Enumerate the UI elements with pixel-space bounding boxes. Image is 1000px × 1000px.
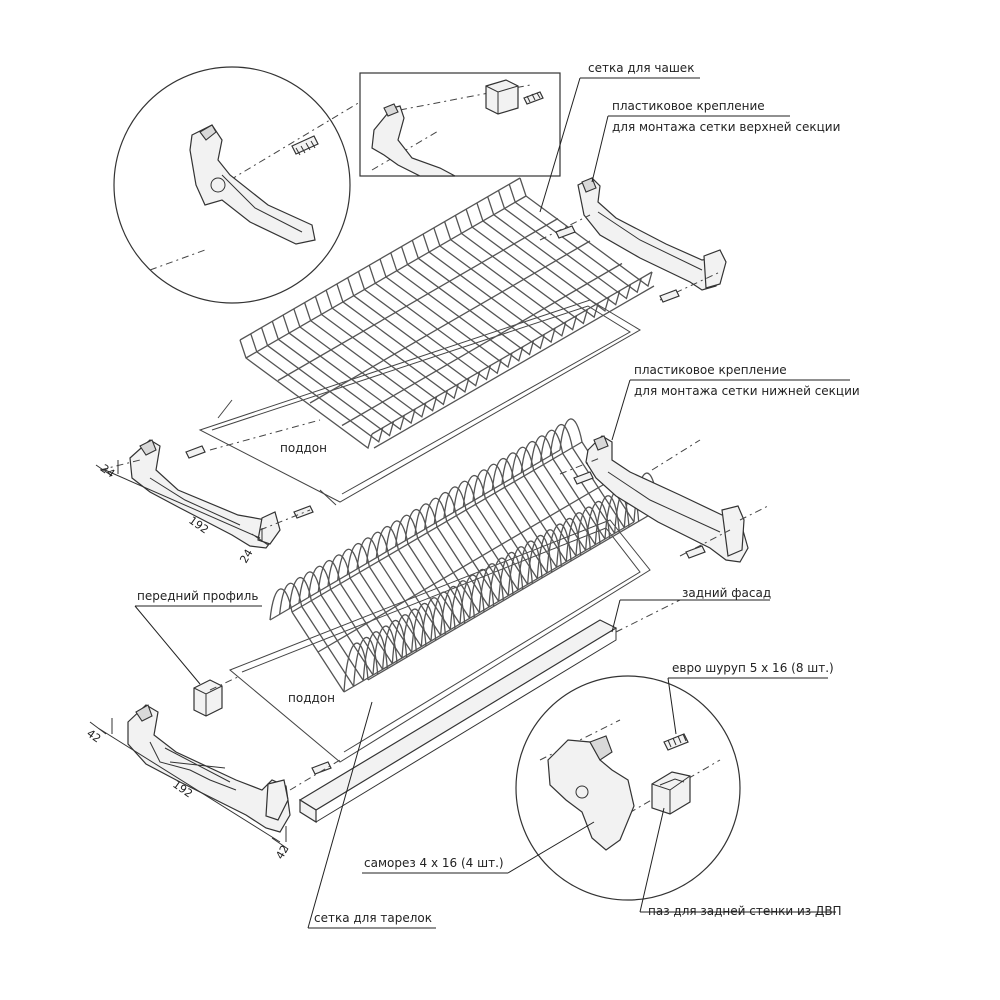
- upper-dimension-lines: [95, 460, 269, 546]
- label-tray-upper: поддон: [280, 441, 327, 455]
- plate-rack-basket: [269, 418, 659, 693]
- label-tray-lower: поддон: [288, 691, 335, 705]
- dim-upper-right: 24: [237, 547, 255, 566]
- label-hdf-groove: паз для задней стенки из ДВП: [648, 904, 842, 918]
- label-lower-mount-line1: пластиковое крепление: [634, 363, 787, 377]
- upper-left-bracket: [99, 419, 321, 549]
- label-self-tapping-screw: саморез 4 х 16 (4 шт.): [364, 856, 504, 870]
- label-lower-mount-line2: для монтажа сетки нижней секции: [634, 384, 860, 398]
- rear-facade-bar: [298, 599, 681, 824]
- leader-lines: [134, 77, 850, 929]
- lower-right-bracket: [559, 435, 771, 563]
- label-upper-mount-line2: для монтажа сетки верхней секции: [612, 120, 840, 134]
- upper-tray: [198, 299, 641, 506]
- cup-rack-basket: [239, 177, 655, 450]
- detail-circle-groove: [515, 675, 741, 901]
- upper-right-bracket: [539, 177, 727, 303]
- label-euro-screw: евро шуруп 5 х 16 (8 шт.): [672, 661, 834, 675]
- dim-upper-left: 24: [98, 462, 117, 481]
- label-front-profile: передний профиль: [137, 589, 258, 603]
- lower-section: [89, 418, 771, 850]
- front-profile-piece: [193, 675, 241, 717]
- detail-circle-upper-bracket: [113, 66, 381, 304]
- upper-section: [95, 177, 727, 549]
- label-cup-rack: сетка для чашек: [588, 61, 694, 75]
- lower-left-bracket: [127, 704, 341, 833]
- label-upper-mount-line1: пластиковое крепление: [612, 99, 765, 113]
- label-plate-rack: сетка для тарелок: [314, 911, 432, 925]
- lower-dimension-lines: [89, 718, 289, 850]
- label-rear-facade: задний фасад: [682, 586, 771, 600]
- detail-box-upper-mount: [359, 72, 561, 177]
- dim-lower-right: 42: [273, 843, 291, 862]
